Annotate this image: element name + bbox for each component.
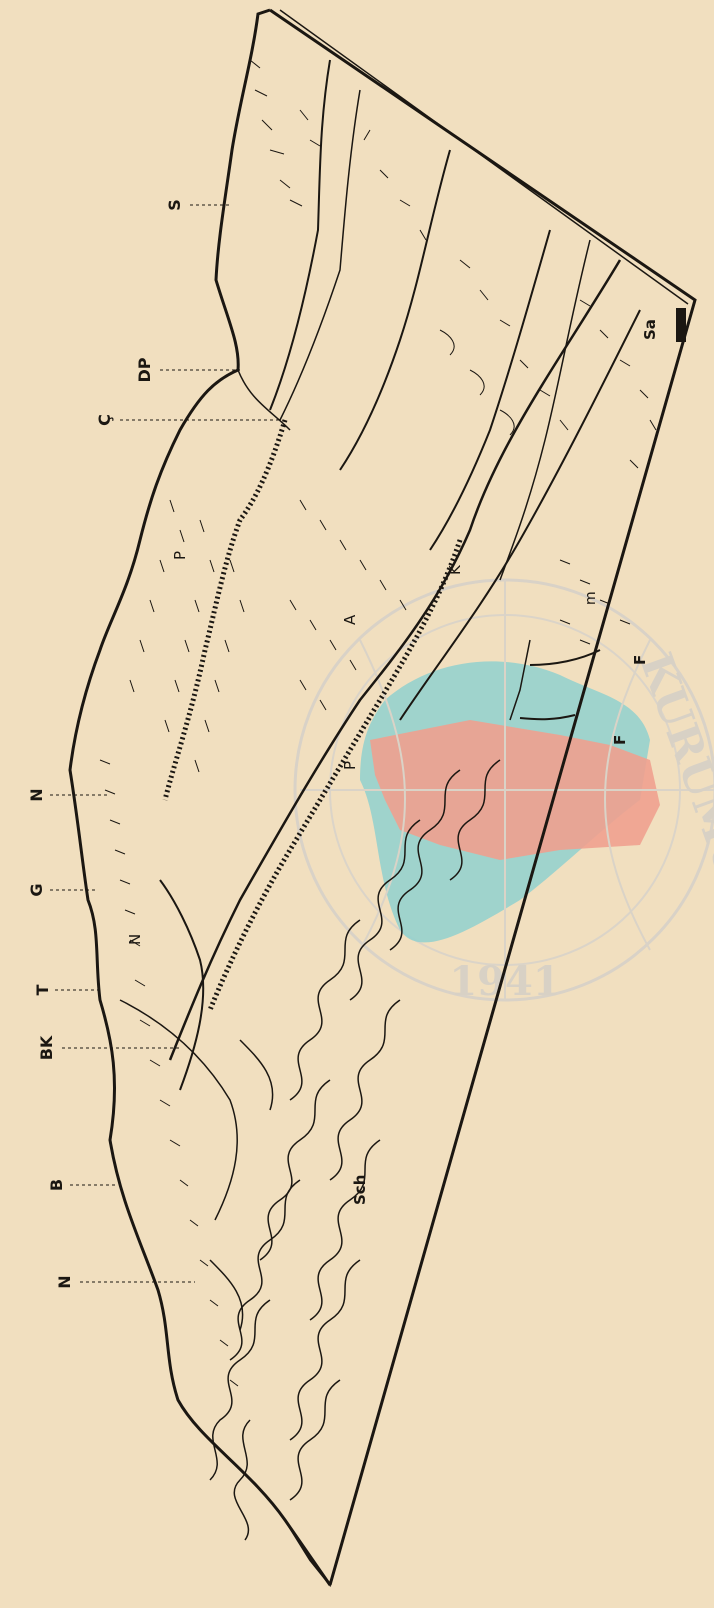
label-S: S [165, 199, 184, 211]
stamp-grid-lines [300, 580, 714, 1000]
label-F-upper: F [631, 655, 649, 665]
label-B: B [47, 1179, 66, 1191]
label-DP: DP [135, 357, 154, 382]
label-A: A [341, 614, 359, 625]
label-C: Ç [95, 414, 114, 426]
label-Sch: Sch [351, 1175, 369, 1205]
margin-labels: S DP Ç N G T BK B N [27, 199, 280, 1288]
label-F-lower: F [611, 735, 629, 745]
label-BK: BK [37, 1035, 56, 1060]
label-G: G [27, 883, 46, 896]
label-m: m [583, 591, 599, 605]
label-P-upper: P [171, 551, 189, 560]
main-fault-line [170, 260, 620, 1060]
institution-stamp: KURUMU 1941 [295, 580, 714, 1005]
label-P-lower: P [341, 761, 359, 770]
label-N-top: N [27, 788, 46, 801]
structure-lines [120, 60, 640, 1220]
label-K: K [446, 564, 464, 575]
hatched-band-upper [165, 420, 285, 800]
label-N-bottom: N [55, 1275, 74, 1288]
outcrop-mark [676, 308, 686, 342]
ridge-profile [70, 10, 330, 1585]
label-T: T [33, 984, 52, 995]
label-N-inner: N [126, 934, 144, 945]
label-Sa: Sa [641, 319, 659, 340]
